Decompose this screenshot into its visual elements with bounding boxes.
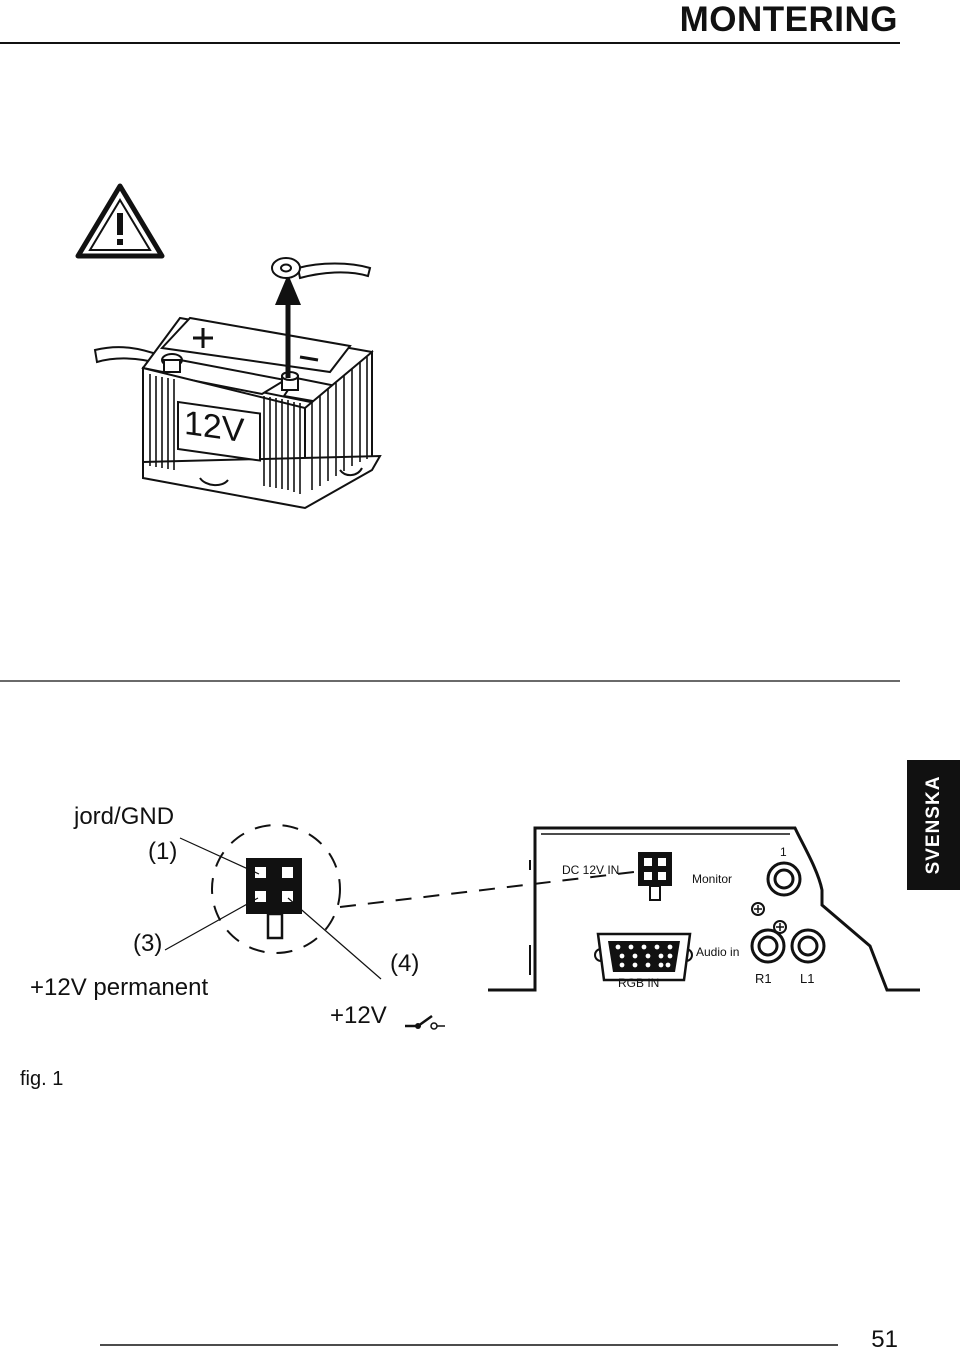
ign-leader-line bbox=[287, 897, 382, 980]
ignition-label: +12V bbox=[330, 1002, 387, 1029]
screw-icon bbox=[751, 902, 787, 934]
permanent-number: (3) bbox=[133, 930, 163, 957]
dc-in-connector-icon bbox=[638, 852, 672, 901]
language-tab-label: SVENSKA bbox=[922, 775, 944, 875]
battery-illustration bbox=[93, 257, 382, 510]
dc-in-label: DC 12V IN bbox=[562, 863, 620, 877]
audio-in-label: Audio in bbox=[696, 945, 740, 959]
dashed-link-line bbox=[339, 871, 635, 908]
perm-leader-line bbox=[164, 897, 259, 951]
header-rule bbox=[0, 42, 900, 44]
language-tab: SVENSKA bbox=[907, 760, 960, 890]
audio-r1-jack-icon bbox=[750, 928, 786, 964]
r1-label: R1 bbox=[755, 971, 772, 986]
permanent-label: +12V permanent bbox=[30, 974, 209, 1001]
ignition-number: (4) bbox=[390, 950, 420, 977]
audio-l1-jack-icon bbox=[790, 928, 826, 964]
figure-caption: fig. 1 bbox=[20, 1068, 64, 1090]
warning-triangle-icon bbox=[75, 183, 165, 259]
monitor-number: 1 bbox=[780, 845, 787, 859]
monitor-label: Monitor bbox=[692, 872, 733, 886]
rgb-in-connector-icon bbox=[594, 932, 693, 982]
rgb-in-label: RGB IN bbox=[618, 976, 660, 990]
power-connector-icon bbox=[246, 858, 302, 940]
device-panel bbox=[488, 826, 920, 992]
gnd-number: (1) bbox=[148, 838, 178, 865]
gnd-label: jord/GND bbox=[74, 803, 175, 830]
l1-label: L1 bbox=[800, 971, 815, 986]
connector-detail-circle bbox=[211, 824, 341, 954]
monitor-jack-icon bbox=[766, 861, 802, 897]
page-title: MONTERING bbox=[679, 0, 898, 39]
page-number: 51 bbox=[871, 1326, 898, 1353]
gnd-leader-line bbox=[179, 837, 260, 875]
ignition-switch-icon bbox=[405, 1014, 445, 1030]
battery-voltage-label: 12V bbox=[184, 403, 245, 451]
